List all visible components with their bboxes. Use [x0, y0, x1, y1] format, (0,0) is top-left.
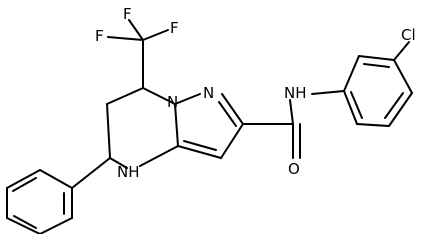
bond-n-c2-inner [218, 101, 237, 127]
phenyl-ring [6, 157, 111, 234]
trifluoromethyl-group [107, 19, 169, 89]
chlorine-label: Cl [401, 26, 416, 44]
carboxamide-group [242, 90, 345, 159]
bond-carbonyl-nh [289, 99, 294, 125]
tetrahydropyrimidine-ring [106, 87, 179, 169]
fluorine-label-2: F [95, 27, 104, 45]
bond-ar-3 [393, 59, 413, 94]
structure-canvas: F F F Cl N N NH NH O [6, 5, 416, 234]
bond-n-bridge-n [174, 93, 201, 105]
bond-c5-nh [109, 157, 128, 169]
bond-c6-c7 [106, 87, 144, 105]
bond-c-f2 [107, 36, 144, 41]
bond-nh-aryl [311, 90, 345, 95]
bond-c7-n-bridge [142, 87, 176, 105]
bond-c2-c3 [220, 123, 244, 159]
bond-ar-6 [343, 90, 358, 125]
bond-ph-3 [6, 217, 41, 234]
chlorophenyl-ring [343, 41, 413, 127]
bond-ph-2 [39, 217, 73, 234]
bond-ar-5 [356, 123, 390, 127]
molecule-diagram: F F F Cl N N NH NH O [6, 5, 416, 234]
bond-ar-4 [388, 92, 413, 127]
atom-labels: F F F Cl N N NH NH O [95, 5, 416, 181]
bond-ar-cl [393, 41, 410, 61]
pyrazole-ring [174, 93, 244, 159]
fluorine-label-1: F [123, 5, 132, 23]
bond-ph-inner-3 [12, 177, 37, 192]
bond-c5-c6 [106, 103, 111, 159]
ring-nh-label: NH [117, 163, 140, 181]
bond-c3a-nh [139, 145, 179, 167]
bond-ph-5 [6, 169, 41, 189]
bond-c3-c3a-inner [183, 140, 217, 151]
bond-c-f1 [128, 19, 144, 41]
pyrazole-nitrogen-label: N [203, 84, 214, 102]
bond-ph-6 [39, 169, 73, 189]
bond-n-bridge-c3a [174, 103, 179, 147]
bridge-nitrogen-label: N [167, 93, 178, 111]
carbonyl-oxygen-label: O [288, 160, 300, 178]
amide-nh-label: NH [284, 84, 307, 102]
bond-c5-phenyl [71, 157, 111, 189]
bond-ar-1 [343, 55, 360, 92]
fluorine-label-3: F [170, 19, 179, 37]
bond-ar-inner-2 [384, 92, 404, 119]
bond-ar-2 [358, 55, 395, 61]
bond-ar-inner-1 [363, 63, 390, 68]
bond-c-f3 [142, 29, 169, 41]
bond-ph-inner-2 [13, 215, 37, 229]
bond-ar-inner-3 [350, 91, 363, 119]
bond-n-c2 [221, 93, 244, 125]
bond-c3-c3a [177, 145, 222, 159]
